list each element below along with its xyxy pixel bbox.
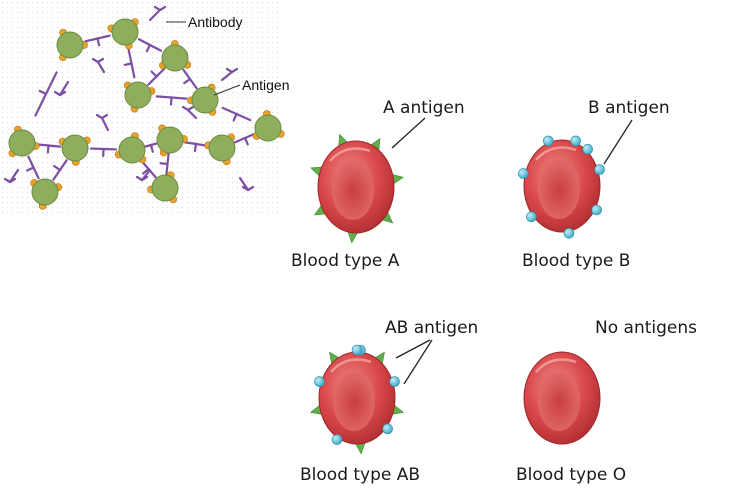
antibody-icon [148,5,167,22]
antigen-leader-line [213,84,241,96]
b-caption: Blood type B [522,251,630,271]
agglutination-panel: Antibody Antigen [0,0,289,215]
a-antigen-label: A antigen [383,98,465,118]
antibody-icon [155,95,188,106]
antibody-icon [182,68,198,90]
a-caption: Blood type A [291,251,400,271]
b-antigen-pointer [603,119,633,165]
b-antigen-bead [331,434,343,445]
red-blood-cell-ab [309,344,405,455]
red-blood-cell-o [523,351,601,445]
antigen-cell [123,81,156,113]
antibody-icon [220,67,239,82]
red-blood-cell-a [310,133,404,244]
rbc-highlight [535,146,577,161]
antigen-label: Antigen [242,77,289,93]
b-antigen-bead [594,164,605,175]
rbc-highlight [535,358,577,373]
antigen-cell [8,125,40,158]
b-antigen-bead [382,423,393,435]
rbc-highlight [329,147,371,162]
b-antigen-bead [351,344,363,356]
antigen-cell [252,110,285,142]
agglutination-cluster [3,5,285,210]
b-antigen-bead [526,211,537,223]
antibody-icon [52,159,68,181]
antibody-icon [137,38,163,53]
rbc-dimple [538,371,580,431]
b-antigen-bead [518,168,529,179]
antigen-cell [159,40,192,72]
antibody-icon [89,147,118,158]
antibody-icon [135,168,152,182]
antigen-cell [114,132,147,164]
antibody-icon [26,155,40,180]
antigen-cell [58,134,91,166]
rbc-dimple [538,159,580,219]
antibody-icon [181,105,198,120]
cell-circle [61,134,89,162]
ab-caption: Blood type AB [300,465,420,485]
b-antigen-bead [582,143,594,155]
antigen-cell [156,124,188,157]
antibody-icon [53,80,70,97]
cell-circle [31,178,59,206]
cell-circle [156,126,184,154]
antibody-icon [91,57,106,74]
cell-circle [208,134,236,162]
rbc-dimple [333,371,375,431]
b-antigen-bead [314,376,325,387]
cell-circle [8,129,36,157]
cell-circle [124,81,152,109]
rbc-highlight [330,358,372,373]
cell-circle [151,174,179,202]
rbc-dimple [332,160,374,220]
cell-circle [111,18,139,46]
cell-circle [118,136,146,164]
antigen-cell [187,83,219,116]
antibody-icon [123,48,136,79]
ab-antigen-pointer-2 [403,339,433,385]
antibody-icon [238,176,255,192]
no-antigens-label: No antigens [595,318,697,338]
antibody-icon [159,152,170,176]
antigen-cell [30,178,63,210]
cell-circle [56,31,84,59]
a-antigen-pointer [391,117,426,149]
b-antigen-bead [543,135,554,147]
b-antigen-bead [570,135,581,147]
ab-antigen-pointer-1 [395,339,431,359]
o-caption: Blood type O [516,465,626,485]
b-antigen-bead [563,227,575,239]
ab-antigen-label: AB antigen [385,318,478,338]
antigen-cell [204,133,236,166]
antigen-cell [147,171,179,204]
antibody-icon [147,67,166,86]
antibody-icon [3,168,20,184]
b-antigen-label: B antigen [588,98,670,118]
antibody-icon [84,34,111,47]
antigen-cell [107,18,139,50]
cell-type-ab: AB antigen Blood type AB [300,318,478,485]
red-blood-cell-b [518,135,605,239]
cell-type-b: B antigen Blood type B [518,98,670,271]
antibody-icon [221,106,252,122]
cell-type-o: No antigens Blood type O [516,318,697,485]
antibody-icon [34,71,58,117]
antigen-cell [56,28,88,61]
cell-circle [161,44,189,72]
antibody-icon [95,113,110,132]
cell-circle [254,114,282,142]
cell-type-a: A antigen Blood type A [291,98,465,271]
cell-circle [191,86,219,114]
b-antigen-bead [389,376,400,387]
b-antigen-bead [591,204,602,216]
antibody-label: Antibody [188,14,242,30]
